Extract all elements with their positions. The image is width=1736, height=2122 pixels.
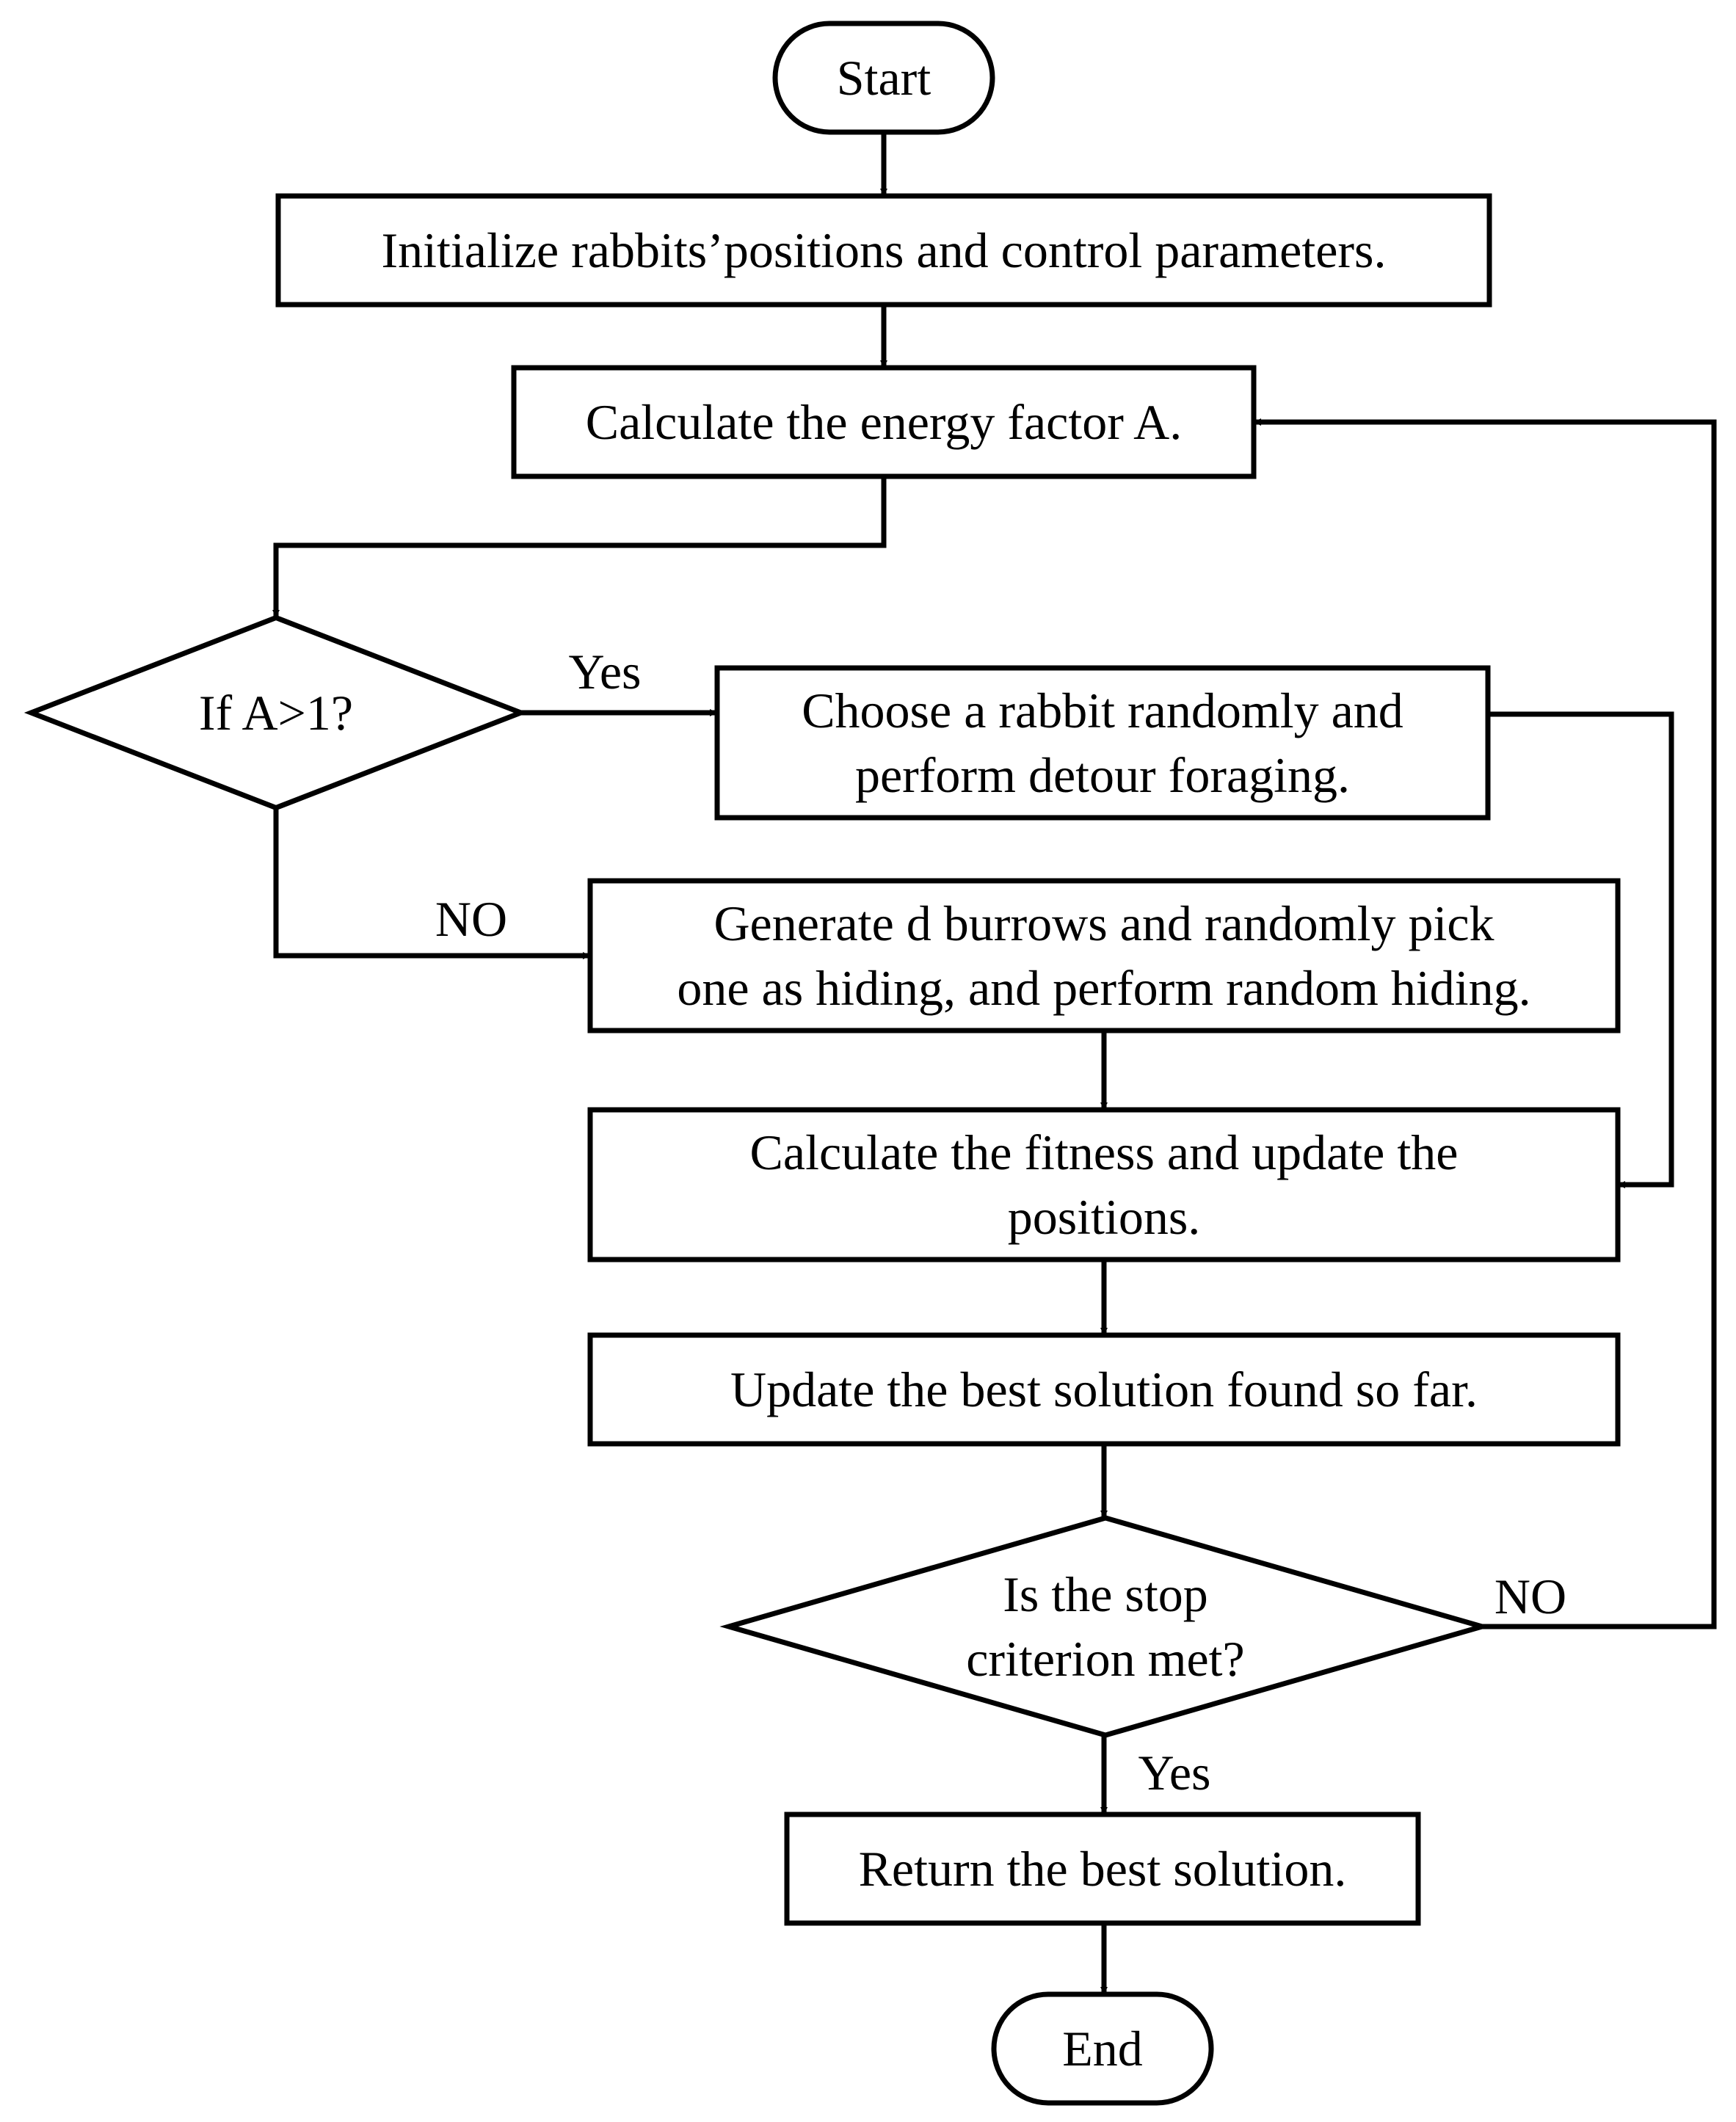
connector-decision-hiding [273, 807, 590, 959]
node-text-line: Update the best solution found so far. [730, 1362, 1478, 1417]
connectors [272, 132, 1717, 1994]
process-box [784, 1812, 1421, 1926]
node-hiding: Generate d burrows and randomly pick one … [587, 878, 1621, 1033]
node-text-line: Calculate the energy factor A. [586, 394, 1183, 450]
node-text-line: positions. [1008, 1189, 1201, 1245]
connector-energy-decision [272, 476, 887, 617]
edge-label-stop-return: Yes [1138, 1745, 1211, 1801]
node-text-line: Calculate the fitness and update the [750, 1124, 1459, 1180]
process-box [587, 878, 1621, 1033]
node-decision-a: If A>1? [23, 614, 529, 811]
process-box [275, 193, 1492, 308]
edge-label-decision-detour: Yes [569, 644, 642, 700]
node-energy: Calculate the energy factor A. [511, 365, 1257, 479]
node-fitness: Calculate the fitness and update the posi… [587, 1107, 1621, 1262]
node-text-line: Is the stop [1003, 1566, 1208, 1622]
decision-diamond [23, 614, 529, 811]
process-box [511, 365, 1257, 479]
node-init: Initialize rabbits’positions and control… [275, 193, 1492, 308]
connector-stop-energy [1254, 418, 1717, 1629]
node-text-line: Initialize rabbits’positions and control… [381, 222, 1386, 278]
node-detour: Choose a rabbit randomly and perform deto… [714, 665, 1491, 821]
node-text-line: perform detour foraging. [855, 747, 1350, 803]
node-best: Update the best solution found so far. [587, 1332, 1621, 1447]
connector-detour-fitness [1488, 711, 1674, 1188]
terminal-shape [991, 1991, 1214, 2106]
node-start: Start [772, 21, 995, 135]
node-text-line: criterion met? [966, 1631, 1244, 1687]
decision-diamond [719, 1515, 1492, 1738]
process-box [587, 1107, 1621, 1262]
terminal-shape [772, 21, 995, 135]
node-text-line: one as hiding, and perform random hiding… [677, 960, 1530, 1016]
node-stop: Is the stop criterion met? [719, 1515, 1492, 1738]
edge-label-decision-hiding: NO [435, 891, 507, 947]
edge-label-stop-energy: NO [1495, 1569, 1566, 1624]
process-box [587, 1332, 1621, 1447]
node-text-line: If A>1? [199, 685, 353, 741]
node-text-line: End [1062, 2021, 1143, 2076]
node-text-line: Start [837, 50, 931, 106]
process-box [714, 665, 1491, 821]
node-text-line: Return the best solution. [859, 1841, 1347, 1897]
node-text-line: Choose a rabbit randomly and [802, 683, 1403, 738]
node-end: End [991, 1991, 1214, 2106]
node-text-line: Generate d burrows and randomly pick [713, 895, 1494, 951]
node-return: Return the best solution. [784, 1812, 1421, 1926]
